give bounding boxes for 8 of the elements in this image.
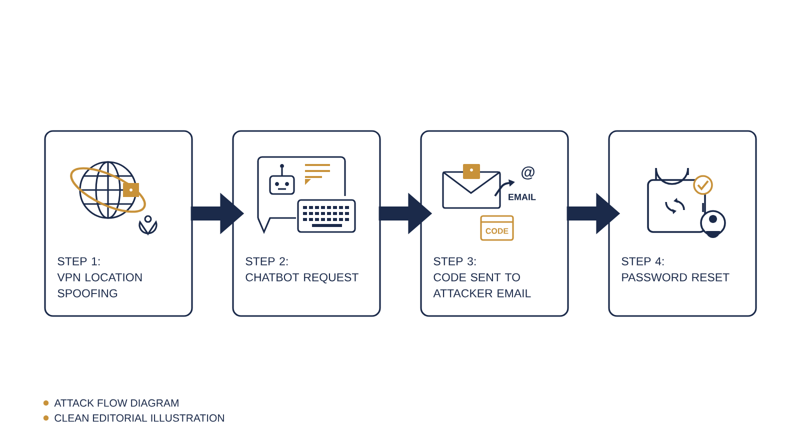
legend-text: ATTACK FLOW DIAGRAM — [54, 399, 178, 407]
step-box: STEP 4: PASSWORD RESET — [608, 130, 757, 317]
at-sign: @ — [522, 166, 534, 180]
legend-text: CLEAN EDITORIAL ILLUSTRATION — [54, 414, 224, 422]
code-label: CODE — [486, 228, 508, 234]
email-label: EMAIL — [508, 194, 536, 200]
step-box: STEP 2: CHATBOT REQUEST — [232, 130, 381, 317]
step-box: STEP 1: VPN LOCATION SPOOFING — [44, 130, 193, 317]
